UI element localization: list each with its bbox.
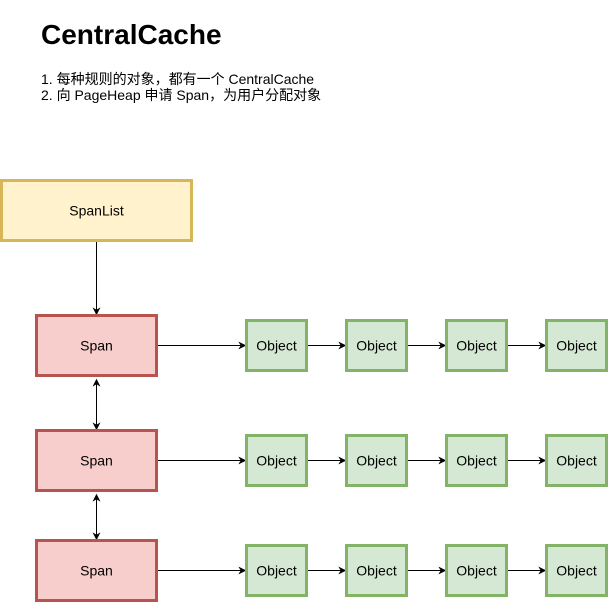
span-node-1-box: [35, 314, 158, 377]
object-node-r3-c3-label: Object: [456, 563, 497, 579]
object-node-r3-c3-box: [445, 544, 508, 597]
object-node-r3-c2: Object: [345, 544, 408, 597]
span-node-1-label: Span: [80, 338, 113, 354]
spanlist-node-box: [0, 179, 193, 242]
object-node-r1-c1-label: Object: [256, 338, 297, 354]
object-node-r1-c1: Object: [245, 319, 308, 372]
object-node-r1-c1-box: [245, 319, 308, 372]
object-node-r2-c3-box: [445, 434, 508, 487]
object-node-r2-c4: Object: [545, 434, 608, 487]
span-node-2: Span: [35, 429, 158, 492]
object-node-r3-c4: Object: [545, 544, 608, 597]
object-node-r1-c3-label: Object: [456, 338, 497, 354]
object-node-r1-c2-box: [345, 319, 408, 372]
description: 1. 每种规则的对象，都有一个 CentralCache 2. 向 PageHe…: [41, 71, 321, 103]
span-node-3-box: [35, 539, 158, 602]
object-node-r1-c2-label: Object: [356, 338, 397, 354]
object-node-r1-c4-box: [545, 319, 608, 372]
object-node-r2-c1: Object: [245, 434, 308, 487]
page-title: CentralCache: [41, 19, 222, 50]
span-node-1: Span: [35, 314, 158, 377]
object-node-r3-c4-box: [545, 544, 608, 597]
object-node-r1-c4: Object: [545, 319, 608, 372]
object-node-r3-c2-label: Object: [356, 563, 397, 579]
object-node-r1-c4-label: Object: [556, 338, 597, 354]
span-node-3-label: Span: [80, 563, 113, 579]
description-line-1: 1. 每种规则的对象，都有一个 CentralCache: [41, 71, 315, 87]
object-node-r3-c1: Object: [245, 544, 308, 597]
spanlist-node-label: SpanList: [69, 203, 124, 219]
object-node-r2-c4-box: [545, 434, 608, 487]
object-node-r2-c2: Object: [345, 434, 408, 487]
spanlist-node: SpanList: [0, 179, 193, 242]
object-node-r1-c3-box: [445, 319, 508, 372]
object-node-r2-c1-box: [245, 434, 308, 487]
span-node-2-label: Span: [80, 453, 113, 469]
span-node-3: Span: [35, 539, 158, 602]
object-node-r3-c2-box: [345, 544, 408, 597]
object-node-r3-c1-label: Object: [256, 563, 297, 579]
description-line-2: 2. 向 PageHeap 申请 Span，为用户分配对象: [41, 87, 322, 103]
object-node-r2-c1-label: Object: [256, 453, 297, 469]
object-node-r2-c4-label: Object: [556, 453, 597, 469]
object-node-r2-c2-label: Object: [356, 453, 397, 469]
diagram-edges: [92, 241, 547, 575]
span-node-2-box: [35, 429, 158, 492]
object-node-r2-c2-box: [345, 434, 408, 487]
object-node-r3-c4-label: Object: [556, 563, 597, 579]
object-node-r3-c1-box: [245, 544, 308, 597]
object-node-r3-c3: Object: [445, 544, 508, 597]
object-node-r2-c3-label: Object: [456, 453, 497, 469]
object-node-r1-c2: Object: [345, 319, 408, 372]
object-node-r2-c3: Object: [445, 434, 508, 487]
object-node-r1-c3: Object: [445, 319, 508, 372]
